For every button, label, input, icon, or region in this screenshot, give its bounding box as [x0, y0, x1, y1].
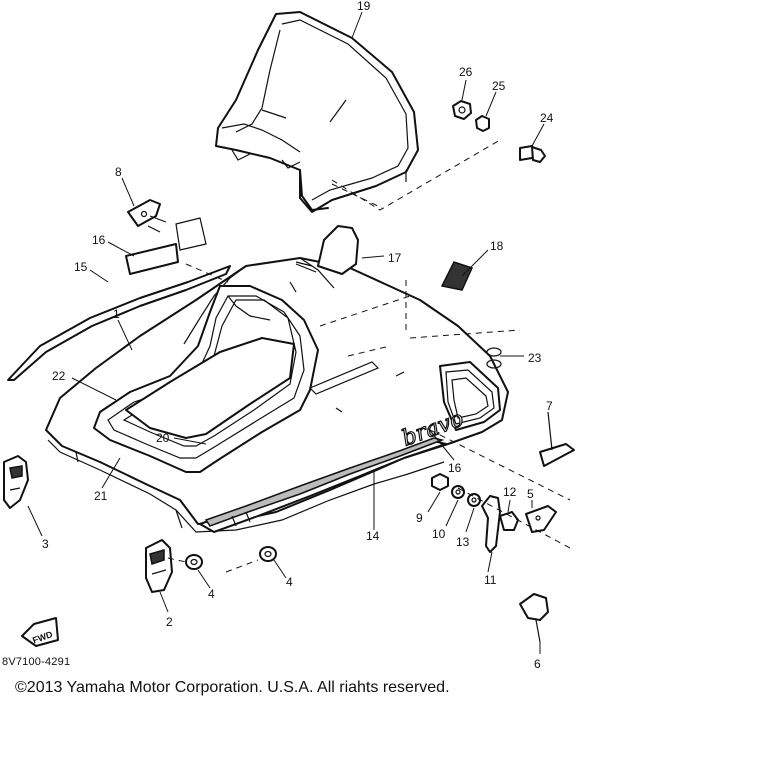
front-direction-marker: FWD [21, 617, 59, 647]
callout-label: 19 [357, 0, 371, 13]
pad-part-17 [295, 225, 359, 275]
bracket-part-8 [127, 199, 167, 233]
callout-label: 12 [503, 485, 517, 499]
callout-label: 15 [74, 260, 88, 274]
callout-label: 24 [540, 111, 554, 125]
callout-leaders [27, 11, 545, 654]
callout-label: 11 [484, 573, 497, 587]
callout-label: 22 [52, 369, 66, 383]
callout-label: 6 [534, 657, 541, 671]
windshield-fasteners [452, 100, 546, 163]
callout-label: 21 [94, 489, 108, 503]
callout-labels: 19 26 25 24 8 16 15 17 18 1 23 22 7 20 1… [42, 0, 554, 671]
hood-hardware [431, 473, 557, 553]
callout-label: 23 [528, 351, 542, 365]
side-stripe-decal-15 [7, 265, 231, 381]
callout-label: 7 [546, 399, 553, 413]
latch-part-2 [145, 539, 173, 593]
callout-label: 1 [113, 307, 120, 321]
callout-label: 25 [492, 79, 506, 93]
copyright-notice: ©2013 Yamaha Motor Corporation. U.S.A. A… [15, 679, 450, 696]
callout-label: 5 [527, 487, 534, 501]
callout-label: 3 [42, 537, 49, 551]
callout-label: 4 [286, 575, 293, 589]
windshield-part [215, 11, 419, 213]
callout-label: 18 [490, 239, 504, 253]
bracket-part-7 [539, 411, 575, 467]
emblem-part-18 [440, 261, 474, 291]
o-rings-23 [486, 347, 502, 369]
callout-label: 16 [92, 233, 106, 247]
callout-label: 13 [456, 535, 470, 549]
knob-part-6 [519, 593, 549, 643]
grommets-4 [185, 546, 277, 570]
small-decal-16 [125, 243, 179, 275]
latch-part-3 [3, 455, 29, 509]
callout-label: 8 [115, 165, 122, 179]
diagram-reference-code: 8V7100-4291 [2, 656, 71, 668]
callout-label: 20 [156, 431, 170, 445]
callout-label: 16 [448, 461, 462, 475]
callout-label: 17 [388, 251, 402, 265]
callout-label: 10 [432, 527, 446, 541]
callout-label: 2 [166, 615, 173, 629]
callout-label: 26 [459, 65, 473, 79]
hood-shroud-part: bravo [45, 257, 509, 533]
callout-label: 4 [208, 587, 215, 601]
callout-label: 14 [366, 529, 380, 543]
callout-label: 9 [416, 511, 423, 525]
